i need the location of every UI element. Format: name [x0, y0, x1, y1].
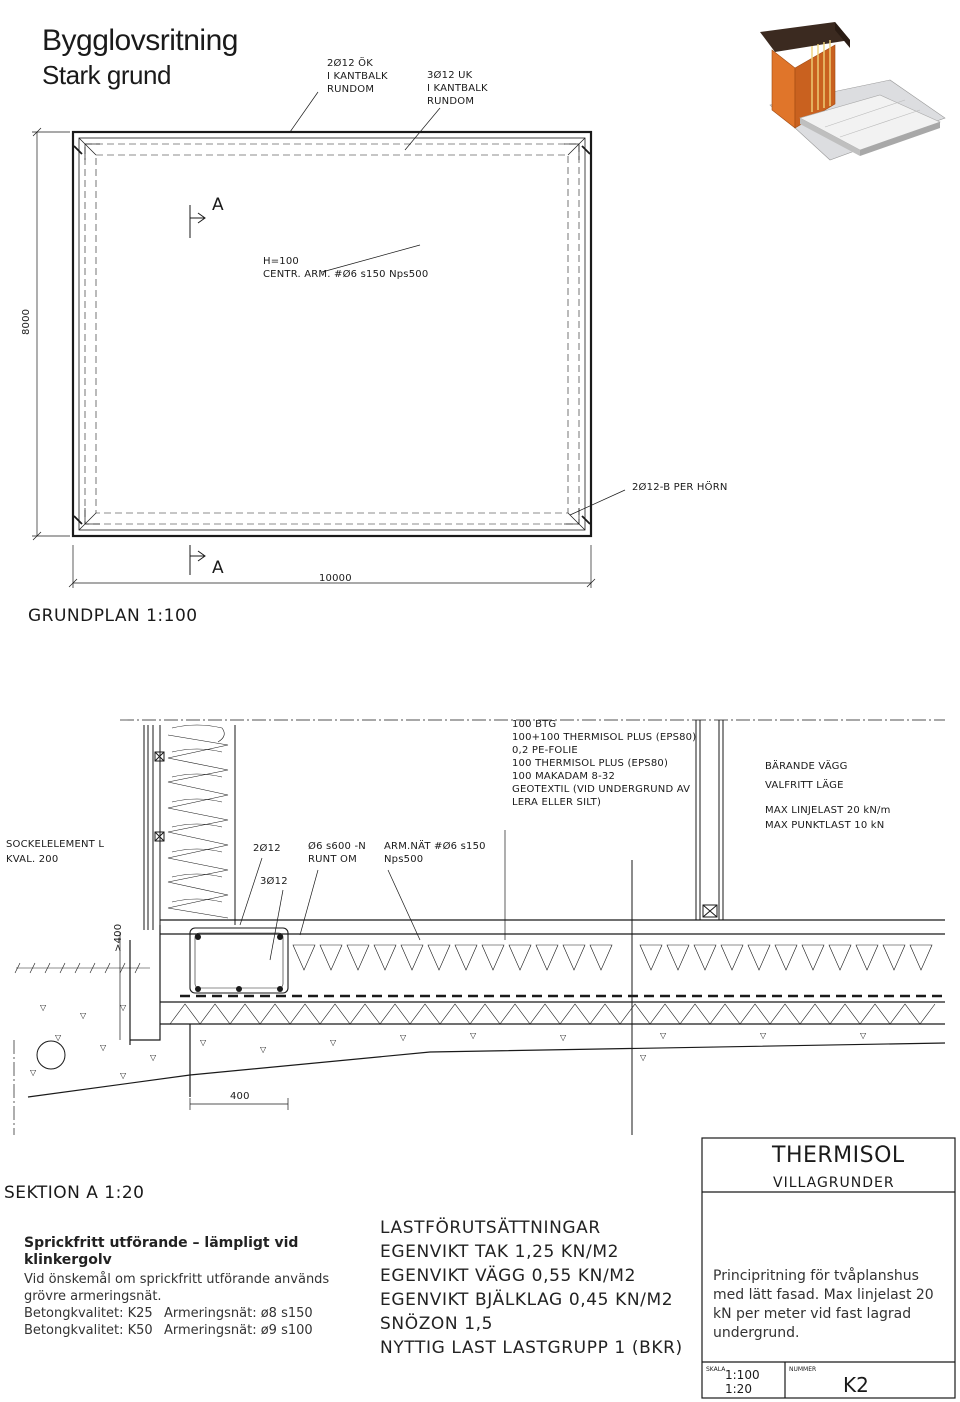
brand-subtitle: VILLAGRUNDER	[773, 1175, 895, 1191]
wall-title: BÄRANDE VÄGG	[765, 761, 848, 772]
svg-text:▽: ▽	[150, 1053, 157, 1062]
max-line-load: MAX LINJELAST 20 kN/m	[765, 805, 891, 816]
load-roof: EGENVIKT TAK 1,25 KN/M2	[380, 1242, 620, 1262]
scale-plan: 1:100	[725, 1368, 760, 1382]
quality-1-label: Betongkvalitet: K25	[24, 1306, 153, 1321]
drawing-subtitle: Stark grund	[42, 60, 171, 90]
quality-1-mesh: Armeringsnät: ø8 s150	[164, 1306, 313, 1321]
wall-position: VALFRITT LÄGE	[765, 780, 844, 791]
svg-text:▽: ▽	[100, 1043, 107, 1052]
scale-section: 1:20	[725, 1382, 752, 1396]
slab-outline	[71, 130, 593, 538]
svg-text:▽: ▽	[120, 1003, 127, 1012]
dimension-depth: >400	[113, 923, 124, 952]
load-snow: SNÖZON 1,5	[380, 1314, 494, 1334]
stirrups-label: Ø6 s600 -N RUNT OM	[308, 841, 366, 865]
svg-text:▽: ▽	[330, 1038, 337, 1047]
quality-row-2: Betongkvalitet: K50 Armeringsnät: ø9 s10…	[24, 1322, 364, 1339]
svg-text:▽: ▽	[55, 1033, 62, 1042]
kval-label: KVAL. 200	[6, 854, 59, 865]
section-caption: SEKTION A 1:20	[4, 1183, 145, 1203]
center-reinforcement-note: H=100 CENTR. ARM. #Ø6 s150 Nps500	[263, 256, 429, 280]
illustration-3d	[760, 22, 946, 161]
title-block	[701, 1137, 956, 1399]
number-label: NUMMER	[789, 1366, 817, 1373]
mesh-label: ARM.NÄT #Ø6 s150 Nps500	[384, 841, 486, 865]
dimension-width: 10000	[319, 573, 352, 584]
notes-heading: Sprickfritt utförande – lämpligt vid kli…	[24, 1235, 299, 1268]
callout-bottom-rebar: 3Ø12 UK I KANTBALK RUNDOM	[427, 70, 488, 107]
scale-label: SKALA	[706, 1366, 726, 1373]
loads-heading: LASTFÖRUTSÄTTNINGAR	[380, 1218, 601, 1238]
load-assumptions: LASTFÖRUTSÄTTNINGAR EGENVIKT TAK 1,25 KN…	[380, 1216, 683, 1360]
crack-free-notes: Sprickfritt utförande – lämpligt vid kli…	[24, 1235, 364, 1339]
socket-element-label: SOCKELELEMENT L	[6, 839, 105, 850]
dimension-height: 8000	[21, 308, 32, 335]
quality-2-mesh: Armeringsnät: ø9 s100	[164, 1323, 313, 1338]
section-marker-bottom: A	[212, 558, 224, 578]
foundation-plan	[32, 91, 626, 588]
brand-name: THERMISOL	[772, 1143, 905, 1168]
svg-text:▽: ▽	[760, 1031, 767, 1040]
svg-text:▽: ▽	[120, 1071, 127, 1080]
max-point-load: MAX PUNKTLAST 10 kN	[765, 820, 885, 831]
foundation-section: ▽ ▽ ▽ ▽ ▽ ▽ ▽ ▽ ▽ ▽ ▽ ▽ ▽ ▽ ▽ ▽ ▽ ▽	[13, 719, 946, 1135]
svg-text:▽: ▽	[80, 1011, 87, 1020]
rebar-bottom-label: 3Ø12	[260, 876, 288, 887]
load-joist: EGENVIKT BJÄLKLAG 0,45 KN/M2	[380, 1290, 674, 1310]
quality-2-label: Betongkvalitet: K50	[24, 1323, 153, 1338]
section-marker-top: A	[212, 195, 224, 215]
drawing-description: Principritning för tvåplanshus med lätt …	[713, 1268, 934, 1341]
plan-caption: GRUNDPLAN 1:100	[28, 606, 198, 626]
dimension-beam-width: 400	[230, 1091, 250, 1102]
svg-text:▽: ▽	[40, 1003, 47, 1012]
rebar-top-label: 2Ø12	[253, 843, 281, 854]
drawing-number: K2	[843, 1373, 869, 1397]
svg-text:▽: ▽	[860, 1031, 867, 1040]
svg-text:▽: ▽	[660, 1031, 667, 1040]
svg-text:▽: ▽	[30, 1068, 37, 1077]
load-wall: EGENVIKT VÄGG 0,55 KN/M2	[380, 1266, 636, 1286]
callout-top-rebar: 2Ø12 ÖK I KANTBALK RUNDOM	[327, 58, 388, 95]
svg-text:▽: ▽	[470, 1031, 477, 1040]
drawing-title: Bygglovsritning	[42, 24, 238, 57]
notes-body: Vid önskemål om sprickfritt utförande an…	[24, 1272, 330, 1304]
svg-text:▽: ▽	[560, 1033, 567, 1042]
svg-text:▽: ▽	[400, 1033, 407, 1042]
quality-row-1: Betongkvalitet: K25 Armeringsnät: ø8 s15…	[24, 1305, 364, 1322]
corner-rebar-note: 2Ø12-B PER HÖRN	[632, 482, 728, 493]
load-live: NYTTIG LAST LASTGRUPP 1 (BKR)	[380, 1338, 683, 1358]
layer-build-up: 100 BTG 100+100 THERMISOL PLUS (EPS80) 0…	[512, 719, 697, 808]
svg-text:▽: ▽	[260, 1045, 267, 1054]
svg-text:▽: ▽	[640, 1053, 647, 1062]
svg-text:▽: ▽	[200, 1038, 207, 1047]
